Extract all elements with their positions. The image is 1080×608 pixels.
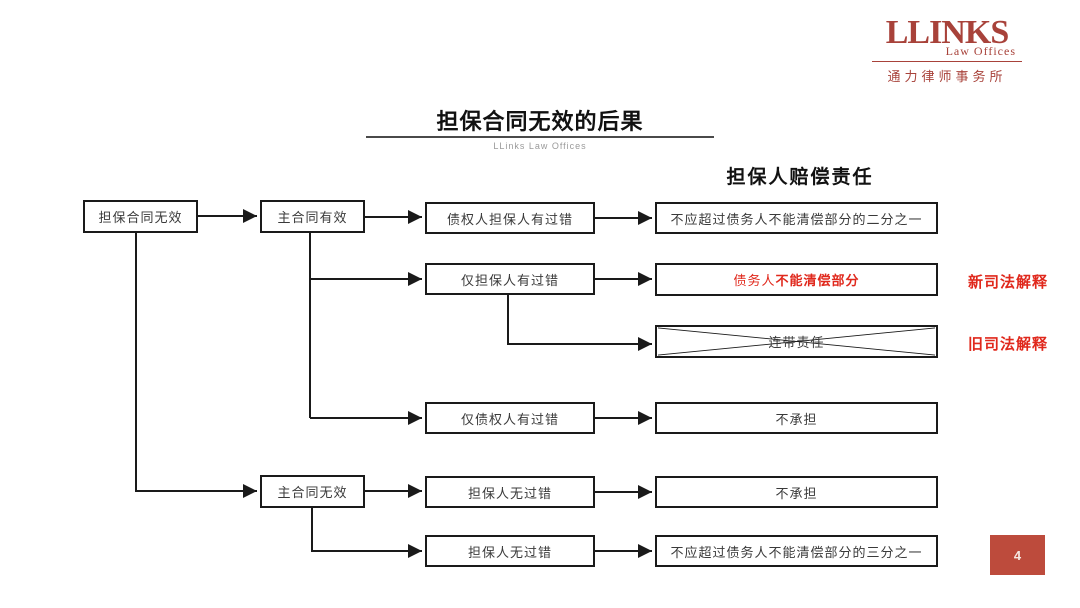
box-result-no-liability-1: 不承担 [655, 402, 938, 434]
column-header-liability: 担保人赔偿责任 [726, 167, 874, 188]
box-both-parties-fault: 债权人担保人有过错 [425, 202, 595, 234]
logo-wordmark: LLINKS [885, 14, 1010, 51]
result-debtor-prefix: 债务人 [733, 273, 776, 288]
box-only-guarantor-fault: 仅担保人有过错 [425, 263, 595, 295]
box-result-no-liability-2: 不承担 [655, 476, 938, 508]
box-result-not-exceed-half: 不应超过债务人不能清偿部分的二分之一 [655, 202, 938, 234]
box-guarantor-no-fault-1: 担保人无过错 [425, 476, 595, 508]
annotation-new-judicial-interpretation: 新司法解释 [967, 274, 1048, 291]
page-title: 担保合同无效的后果 [436, 109, 644, 134]
joint-liability-label: 连带责任 [768, 335, 825, 350]
title-divider [366, 136, 714, 138]
annotation-old-judicial-interpretation: 旧司法解释 [967, 336, 1048, 353]
logo-chinese-name: 通力律师事务所 [887, 69, 1007, 84]
box-result-not-exceed-third: 不应超过债务人不能清偿部分的三分之一 [655, 535, 938, 567]
box-main-contract-invalid: 主合同无效 [260, 475, 365, 508]
box-result-debtor-unable-part: 债务人不能清偿部分 [655, 263, 938, 296]
header-subtitle: LLinks Law Offices [493, 141, 587, 151]
box-main-contract-valid: 主合同有效 [260, 200, 365, 233]
box-joint-liability-crossed: 连带责任 [655, 325, 938, 358]
result-debtor-emphasis: 不能清偿部分 [775, 273, 860, 288]
box-root-invalid-guarantee: 担保合同无效 [83, 200, 198, 233]
logo: LLINKS Law Offices 通力律师事务所 [872, 14, 1022, 85]
box-guarantor-no-fault-2: 担保人无过错 [425, 535, 595, 567]
box-only-creditor-fault: 仅债权人有过错 [425, 402, 595, 434]
logo-subtext: Law Offices [872, 44, 1022, 62]
cross-out-x-icon [657, 327, 936, 356]
page-number-badge: 4 [990, 535, 1045, 575]
